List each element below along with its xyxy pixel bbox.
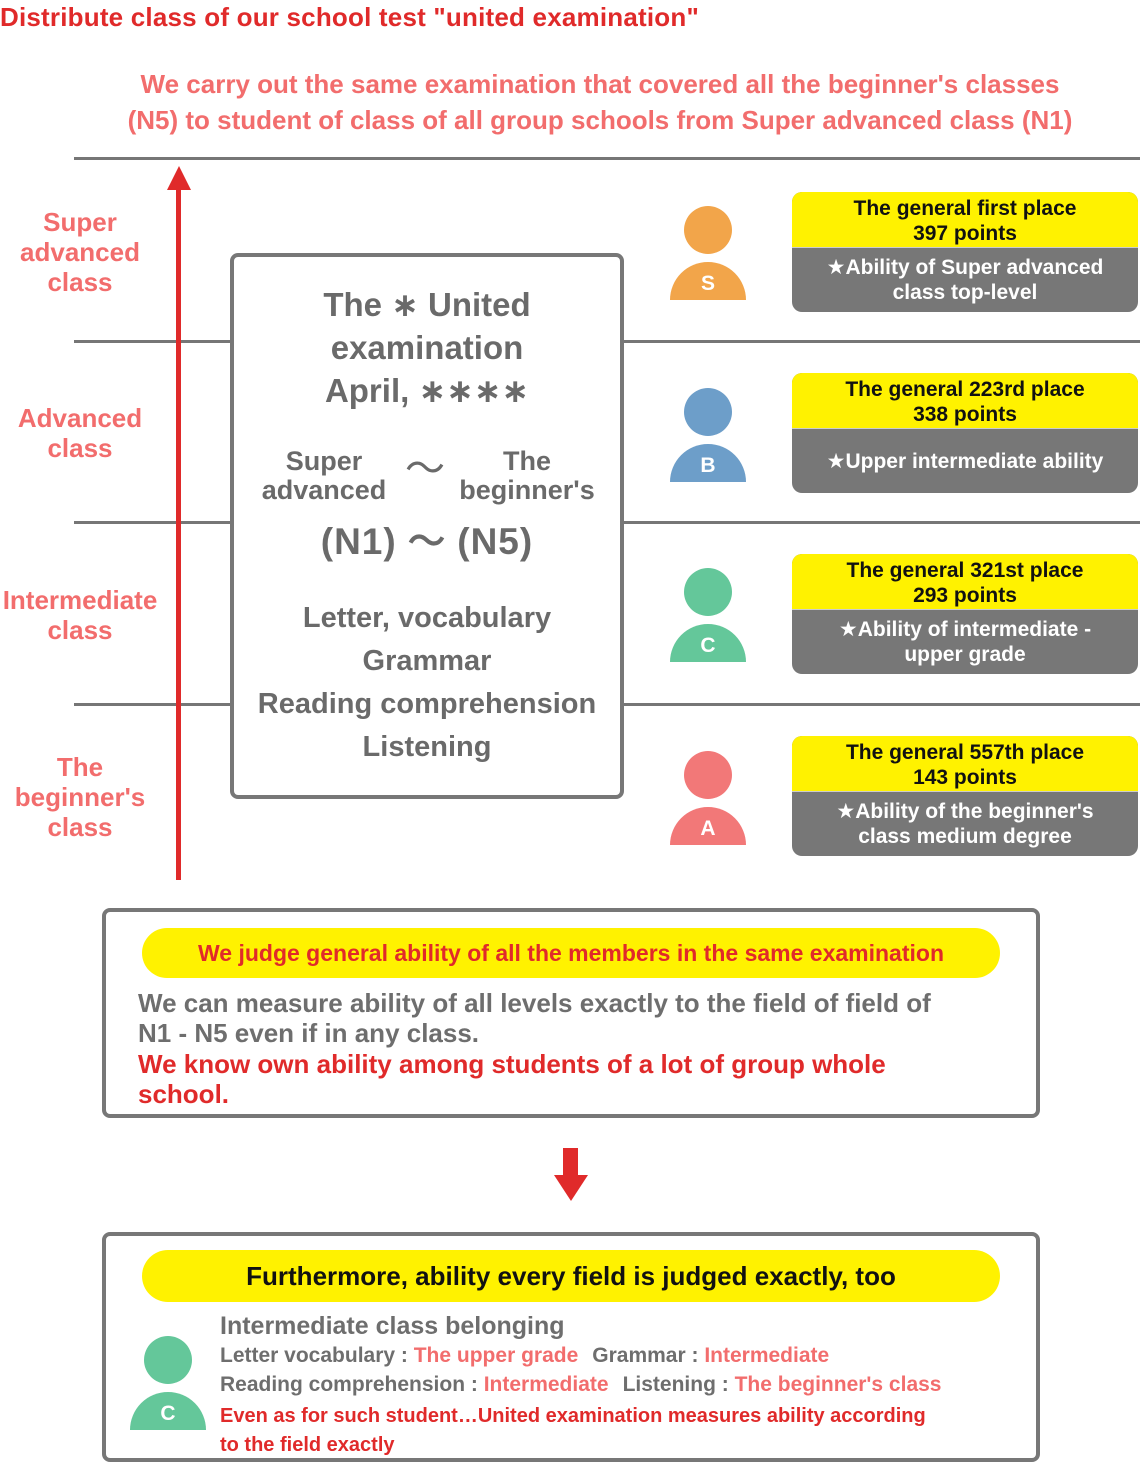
avatar-head <box>684 568 732 616</box>
ability-text: ★Ability of the beginner's <box>836 800 1094 823</box>
judge-gray-text: We can measure ability of all levels exa… <box>138 988 931 1048</box>
rank-text: The general 557th place <box>845 741 1085 764</box>
level-arrow-shaft <box>176 180 181 880</box>
avatar-head <box>684 206 732 254</box>
student-avatar-s: S <box>670 206 746 300</box>
avatar-head <box>684 751 732 799</box>
belonging-text: Intermediate class belonging <box>220 1312 565 1340</box>
judge-red-text: We know own ability among students of a … <box>138 1049 886 1109</box>
page-title: Distribute class of our school test "uni… <box>0 2 699 32</box>
avatar-body: C <box>670 624 746 662</box>
student-avatar-c-example: C <box>130 1336 206 1430</box>
judge-pill: We judge general ability of all the memb… <box>142 928 1000 978</box>
avatar-body: C <box>130 1392 206 1430</box>
avatar-head <box>684 388 732 436</box>
intro-line-1: We carry out the same examination that c… <box>140 69 1060 99</box>
exam-levels: (N1) 〜 (N5) <box>320 521 534 562</box>
conclusion-text: Even as for such student…United examinat… <box>220 1405 926 1456</box>
exam-subjects: Letter, vocabulary Grammar Reading compr… <box>257 602 597 763</box>
rank-text: The general 223rd place <box>845 378 1085 401</box>
exam-title: The ∗ United examination April, ∗∗∗∗ <box>323 286 531 409</box>
down-arrow-shaft <box>563 1148 578 1176</box>
avatar-body: A <box>670 807 746 845</box>
rank-text: The general 321st place <box>846 559 1084 582</box>
avatar-body: B <box>670 444 746 482</box>
student-avatar-c: C <box>670 568 746 662</box>
intro-line-2: (N5) to student of class of all group sc… <box>127 105 1073 135</box>
points-text: 338 points <box>913 403 1017 426</box>
avatar-head <box>144 1336 192 1384</box>
field-judgement-box: Furthermore, ability every field is judg… <box>102 1232 1040 1462</box>
divider-top <box>74 157 1140 160</box>
judge-box: We judge general ability of all the memb… <box>102 908 1040 1118</box>
field-judgement-pill: Furthermore, ability every field is judg… <box>142 1250 1000 1302</box>
ability-text: ★Upper intermediate ability <box>826 449 1104 473</box>
avatar-body: S <box>670 262 746 300</box>
student-avatar-a: A <box>670 751 746 845</box>
level-arrow-head <box>167 166 191 190</box>
ability-text: ★Ability of intermediate - <box>838 618 1092 641</box>
points-text: 397 points <box>913 222 1017 245</box>
down-arrow-head <box>554 1175 588 1201</box>
points-text: 143 points <box>913 766 1017 789</box>
rank-text: The general first place <box>853 197 1077 220</box>
points-text: 293 points <box>913 584 1017 607</box>
ability-text: ★Ability of Super advanced <box>826 256 1104 279</box>
student-avatar-b: B <box>670 388 746 482</box>
exam-info-box: The ∗ United examination April, ∗∗∗∗ Sup… <box>230 253 624 799</box>
